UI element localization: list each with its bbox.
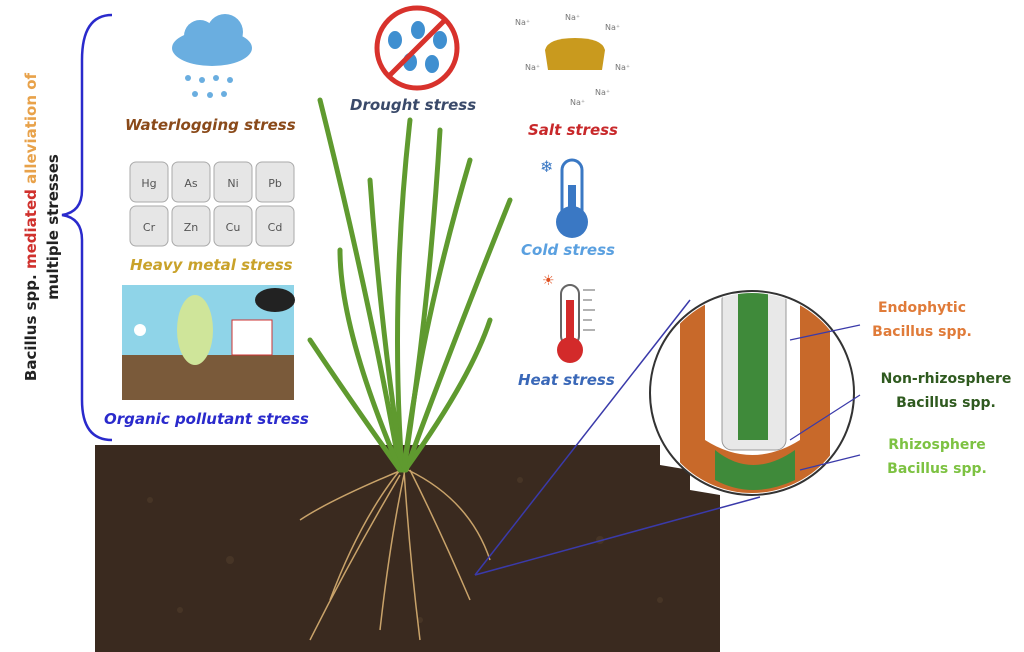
metal-symbol: Cu xyxy=(226,221,241,234)
sodium-ion-label: Na⁺ xyxy=(605,23,620,32)
metal-symbol: Ni xyxy=(227,177,238,190)
soil xyxy=(95,445,720,652)
metal-tile xyxy=(255,205,295,247)
endophytic-line2: Bacillus spp. xyxy=(872,324,972,340)
metal-symbol: Zn xyxy=(184,221,199,234)
soil-texture xyxy=(147,477,663,623)
sodium-ion-label: Na⁺ xyxy=(570,98,585,107)
waterlogging-stress-label: Waterlogging stress xyxy=(125,116,296,134)
rain-cloud-icon xyxy=(172,14,252,98)
metal-tile xyxy=(129,205,169,247)
metal-symbol: Cd xyxy=(268,221,283,234)
heavy-metal-stress-label: Heavy metal stress xyxy=(130,256,293,274)
root-cross-section xyxy=(649,290,855,496)
organic-pollutant-scene xyxy=(122,285,295,400)
sodium-ion-label: Na⁺ xyxy=(515,18,530,27)
non-rhizosphere-line1: Non-rhizosphere xyxy=(880,371,1012,387)
salt-icon: Na⁺ Na⁺ Na⁺ Na⁺ Na⁺ Na⁺ Na⁺ xyxy=(515,13,630,107)
metal-tile xyxy=(213,161,253,203)
diagram-title: Bacillus spp. mediated alleviation of mu… xyxy=(20,17,64,437)
organic-pollutant-stress-label: Organic pollutant stress xyxy=(104,410,309,428)
metal-symbol: Hg xyxy=(141,177,156,190)
heat-stress-label: Heat stress xyxy=(518,371,615,389)
heat-thermometer-icon: ☀ xyxy=(542,273,595,363)
metal-symbol: Cr xyxy=(143,221,156,234)
metal-tile xyxy=(255,161,295,203)
title-mediated: mediated xyxy=(22,189,40,270)
sodium-ion-label: Na⁺ xyxy=(595,88,610,97)
metal-symbol: As xyxy=(184,177,198,190)
svg-text:❄: ❄ xyxy=(540,157,553,176)
cold-stress-label: Cold stress xyxy=(521,241,615,259)
rhizosphere-line1: Rhizosphere xyxy=(888,437,986,453)
metal-tile xyxy=(129,161,169,203)
rhizosphere-label: Rhizosphere Bacillus spp. xyxy=(872,433,1002,481)
sodium-ion-label: Na⁺ xyxy=(565,13,580,22)
metal-tile xyxy=(213,205,253,247)
svg-text:☀: ☀ xyxy=(542,273,555,289)
endophytic-label: Endophytic Bacillus spp. xyxy=(862,296,982,344)
title-bacillus: Bacillus spp. xyxy=(22,274,40,382)
title-alleviation: alleviation of xyxy=(22,72,40,184)
brace xyxy=(61,13,113,442)
endophytic-line1: Endophytic xyxy=(877,300,967,316)
drought-stress-label: Drought stress xyxy=(350,96,477,114)
wheat-plant xyxy=(307,97,513,473)
title-line2: multiple stresses xyxy=(44,154,62,300)
non-rhizosphere-label: Non-rhizosphere Bacillus spp. xyxy=(866,367,1024,415)
cold-thermometer-icon: ❄ xyxy=(540,157,588,238)
metal-tile xyxy=(171,205,211,247)
metal-symbol: Pb xyxy=(268,177,282,190)
roots xyxy=(299,469,491,641)
sodium-ion-label: Na⁺ xyxy=(525,63,540,72)
non-rhizosphere-line2: Bacillus spp. xyxy=(896,395,996,411)
rhizosphere-line2: Bacillus spp. xyxy=(887,461,987,477)
sodium-ion-label: Na⁺ xyxy=(615,63,630,72)
no-water-icon xyxy=(374,5,460,91)
metal-tile xyxy=(171,161,211,203)
salt-stress-label: Salt stress xyxy=(528,121,618,139)
